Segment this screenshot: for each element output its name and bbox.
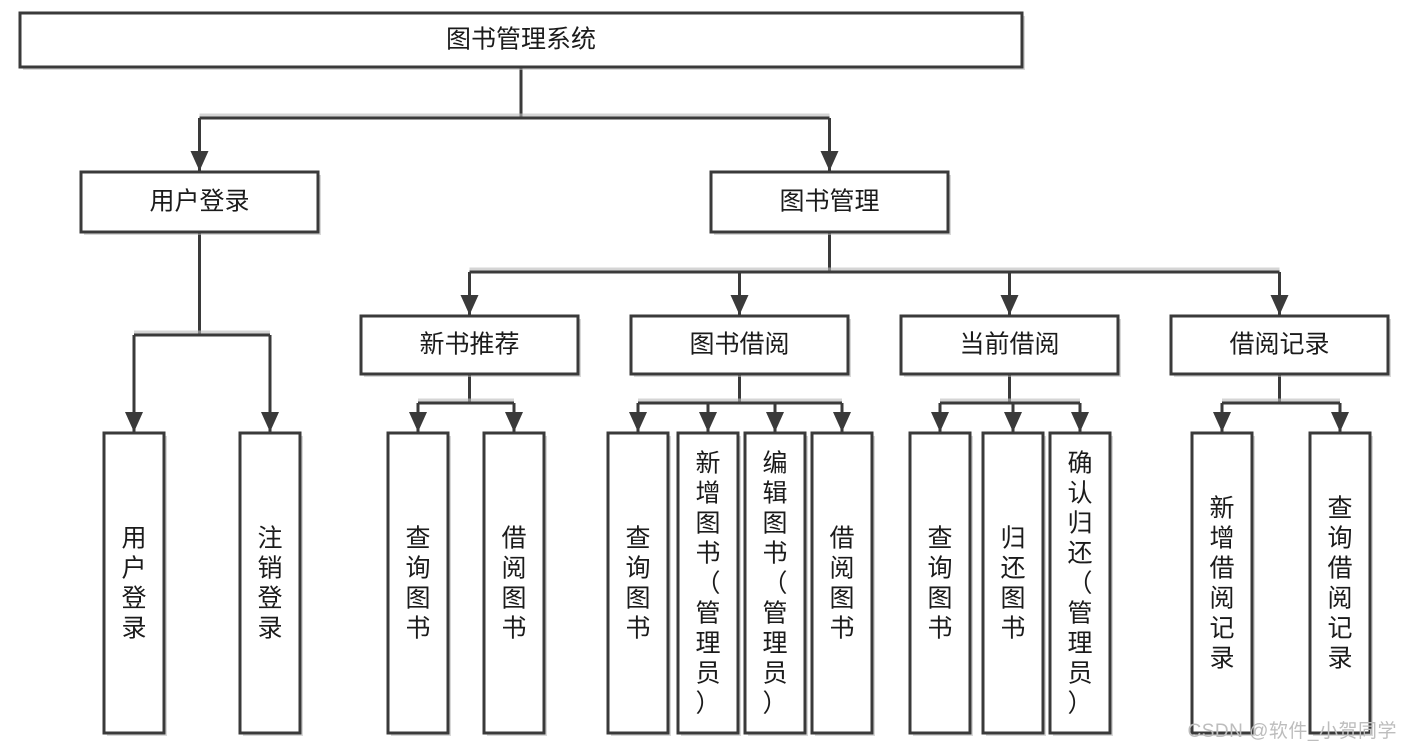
node-l3[interactable]: 当前借阅: [899, 314, 1121, 377]
arrow-head-icon: [1270, 295, 1289, 315]
node-box[interactable]: [79, 170, 320, 234]
node-leaf[interactable]: 查询图书: [908, 431, 973, 736]
arrow-head-icon: [931, 412, 949, 432]
node-label: 用户登录: [149, 188, 249, 216]
node-label: 编辑图书（管理员）: [762, 449, 787, 717]
node-label: 用户登录: [121, 524, 146, 642]
node-box[interactable]: [386, 431, 450, 735]
node-box[interactable]: [359, 314, 580, 376]
node-l2[interactable]: 图书管理: [709, 170, 951, 235]
connectors-layer: [125, 67, 1349, 432]
node-leaf[interactable]: 借阅图书: [810, 431, 875, 736]
node-leaf[interactable]: 借阅图书: [482, 431, 547, 736]
nodes-layer: 图书管理系统用户登录图书管理新书推荐图书借阅当前借阅借阅记录用户登录注销登录查询…: [18, 11, 1391, 736]
arrow-head-icon: [460, 295, 479, 315]
arrow-head-icon: [766, 412, 784, 432]
node-label: 借阅图书: [501, 524, 526, 642]
node-leaf[interactable]: 注销登录: [238, 431, 303, 736]
arrow-head-icon: [1004, 412, 1022, 432]
arrow-head-icon: [190, 151, 209, 171]
node-box[interactable]: [1169, 314, 1390, 376]
node-box[interactable]: [238, 431, 302, 735]
connector-group: [636, 374, 844, 432]
node-leaf[interactable]: 查询借阅记录: [1308, 431, 1373, 736]
node-leaf[interactable]: 确认归还（管理员）: [1048, 431, 1113, 736]
node-leaf[interactable]: 新增借阅记录: [1190, 431, 1255, 736]
node-box[interactable]: [908, 431, 972, 735]
arrow-head-icon: [125, 412, 143, 432]
arrow-head-icon: [505, 412, 523, 432]
node-box[interactable]: [18, 11, 1024, 69]
node-label: 当前借阅: [959, 331, 1059, 359]
node-box[interactable]: [1190, 431, 1254, 735]
node-label: 图书管理系统: [446, 26, 596, 54]
arrow-head-icon: [1213, 412, 1231, 432]
node-label: 新增借阅记录: [1209, 494, 1234, 672]
node-label: 新书推荐: [419, 331, 519, 359]
node-label: 查询借阅记录: [1327, 494, 1352, 672]
node-box[interactable]: [709, 170, 950, 234]
node-leaf[interactable]: 归还图书: [981, 431, 1046, 736]
node-box[interactable]: [606, 431, 670, 735]
node-l2[interactable]: 用户登录: [79, 170, 321, 235]
arrow-head-icon: [261, 412, 279, 432]
node-label: 查询图书: [625, 524, 650, 642]
connector-group: [1220, 374, 1342, 432]
arrow-head-icon: [820, 151, 839, 171]
arrow-head-icon: [833, 412, 851, 432]
node-label: 借阅记录: [1229, 331, 1329, 359]
node-label: 借阅图书: [829, 524, 854, 642]
node-leaf[interactable]: 用户登录: [102, 431, 167, 736]
node-box[interactable]: [743, 431, 807, 735]
arrow-head-icon: [730, 295, 749, 315]
arrow-head-icon: [1331, 412, 1349, 432]
node-label: 图书借阅: [689, 331, 789, 359]
arrow-head-icon: [629, 412, 647, 432]
connector-group: [198, 67, 831, 171]
node-box[interactable]: [899, 314, 1120, 376]
node-box[interactable]: [676, 431, 740, 735]
node-l3[interactable]: 图书借阅: [629, 314, 851, 377]
connector-group: [132, 232, 272, 432]
arrow-head-icon: [1000, 295, 1019, 315]
node-leaf[interactable]: 查询图书: [606, 431, 671, 736]
connector-group: [468, 232, 1281, 315]
arrow-head-icon: [699, 412, 717, 432]
arrow-head-icon: [409, 412, 427, 432]
node-box[interactable]: [482, 431, 546, 735]
node-box[interactable]: [629, 314, 850, 376]
node-label: 新增图书（管理员）: [695, 449, 720, 717]
node-root[interactable]: 图书管理系统: [18, 11, 1025, 70]
node-label: 注销登录: [257, 524, 282, 642]
connector-group: [416, 374, 516, 432]
arrow-head-icon: [1071, 412, 1089, 432]
node-label: 确认归还（管理员）: [1067, 449, 1092, 717]
node-box[interactable]: [1308, 431, 1372, 735]
node-box[interactable]: [810, 431, 874, 735]
node-leaf[interactable]: 新增图书（管理员）: [676, 431, 741, 736]
node-label: 归还图书: [1000, 524, 1025, 642]
node-label: 图书管理: [779, 188, 879, 216]
node-label: 查询图书: [405, 524, 430, 642]
node-l3[interactable]: 借阅记录: [1169, 314, 1391, 377]
node-box[interactable]: [981, 431, 1045, 735]
node-leaf[interactable]: 查询图书: [386, 431, 451, 736]
node-label: 查询图书: [927, 524, 952, 642]
node-l3[interactable]: 新书推荐: [359, 314, 581, 377]
node-box[interactable]: [1048, 431, 1112, 735]
node-leaf[interactable]: 编辑图书（管理员）: [743, 431, 808, 736]
node-box[interactable]: [102, 431, 166, 735]
